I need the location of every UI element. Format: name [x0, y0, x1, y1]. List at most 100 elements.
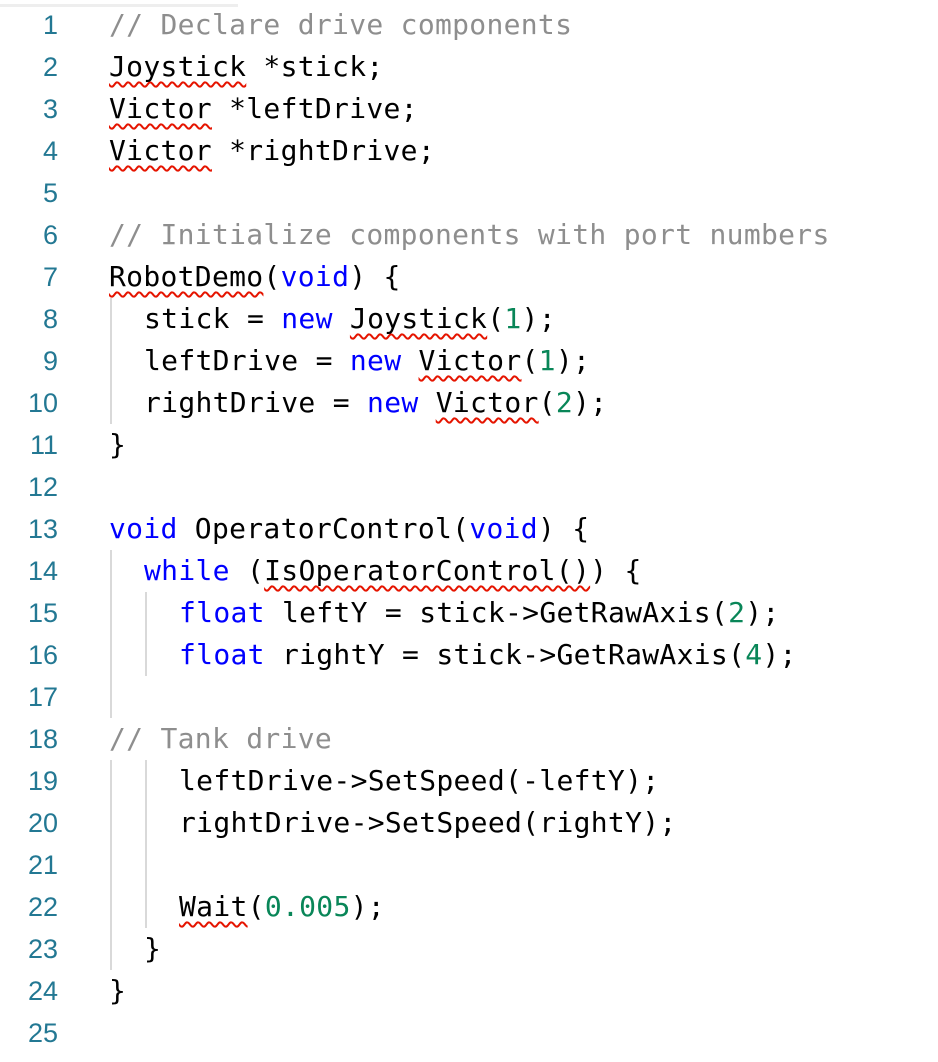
code-token-kw: void	[280, 260, 350, 293]
code-line[interactable]: leftDrive = new Victor(1);	[144, 340, 590, 382]
code-token-plain: );	[573, 386, 608, 419]
code-token-plain: }	[109, 428, 127, 461]
code-token-plain: (	[263, 260, 281, 293]
code-token-error: Wait	[179, 890, 248, 923]
line-number: 25	[27, 1018, 58, 1048]
line-number: 17	[27, 682, 58, 712]
code-token-kw: new	[367, 386, 419, 419]
line-number: 9	[42, 346, 58, 376]
code-token-plain: );	[350, 890, 385, 923]
code-line[interactable]: void OperatorControl(void) {	[109, 508, 589, 550]
code-token-plain	[419, 386, 436, 419]
code-token-plain: );	[762, 638, 797, 671]
code-line[interactable]: Victor *rightDrive;	[109, 130, 435, 172]
code-token-plain: ) {	[537, 512, 590, 545]
code-token-kw: float	[179, 638, 265, 671]
code-line[interactable]: }	[144, 928, 161, 970]
code-token-plain: }	[109, 974, 127, 1007]
code-token-plain: *leftDrive;	[211, 92, 418, 125]
code-token-comment: // Initialize components with port numbe…	[109, 218, 830, 251]
code-line[interactable]: rightDrive->SetSpeed(rightY);	[179, 802, 677, 844]
code-token-error: Joystick	[109, 50, 247, 83]
code-line[interactable]: // Declare drive components	[109, 4, 572, 46]
code-token-plain: OperatorControl(	[177, 512, 470, 545]
code-token-plain	[401, 344, 418, 377]
line-number: 6	[42, 220, 58, 250]
code-token-num: 1	[538, 344, 556, 377]
code-line[interactable]: leftDrive->SetSpeed(-leftY);	[179, 760, 659, 802]
code-line[interactable]: }	[109, 424, 126, 466]
code-line[interactable]: stick = new Joystick(1);	[144, 298, 556, 340]
code-token-plain: rightDrive =	[144, 386, 368, 419]
code-token-plain: (	[487, 302, 505, 335]
code-line[interactable]: // Tank drive	[109, 718, 332, 760]
code-token-plain: );	[745, 596, 780, 629]
code-token-num: 2	[555, 386, 573, 419]
code-line[interactable]: Victor *leftDrive;	[109, 88, 418, 130]
code-token-error: Victor	[109, 92, 212, 125]
line-number: 5	[42, 178, 58, 208]
code-token-error: Victor	[418, 344, 522, 377]
line-number: 11	[29, 430, 58, 460]
code-token-plain: }	[144, 932, 162, 965]
line-number: 4	[42, 136, 58, 166]
code-token-error: RobotDemo	[109, 260, 264, 293]
code-line[interactable]: RobotDemo(void) {	[109, 256, 401, 298]
editor-top-border	[0, 4, 238, 7]
indent-guide	[110, 298, 112, 424]
code-token-plain: leftDrive->SetSpeed(-leftY);	[179, 764, 660, 797]
code-line[interactable]: while (IsOperatorControl()) {	[144, 550, 642, 592]
code-token-plain: leftDrive =	[144, 344, 350, 377]
code-token-plain: ) {	[590, 554, 642, 587]
code-line[interactable]: Joystick *stick;	[109, 46, 384, 88]
code-token-plain: ) {	[349, 260, 401, 293]
line-number: 12	[27, 472, 58, 502]
code-token-kw: new	[349, 344, 402, 377]
code-token-kw: void	[109, 512, 178, 545]
indent-guide	[145, 592, 147, 676]
code-token-plain: leftY = stick->GetRawAxis(	[264, 596, 729, 629]
code-token-plain	[333, 302, 350, 335]
code-line[interactable]: float rightY = stick->GetRawAxis(4);	[179, 634, 797, 676]
code-token-kw: new	[281, 302, 333, 335]
code-token-plain: (	[521, 344, 539, 377]
code-token-kw: float	[179, 596, 265, 629]
code-token-num: 1	[504, 302, 522, 335]
line-number: 8	[42, 304, 58, 334]
code-line[interactable]: rightDrive = new Victor(2);	[144, 382, 607, 424]
code-token-plain: rightY = stick->GetRawAxis(	[264, 638, 746, 671]
code-token-num: 2	[728, 596, 746, 629]
line-number: 19	[27, 766, 58, 796]
code-token-comment: // Declare drive components	[109, 8, 573, 41]
line-number: 13	[27, 514, 58, 544]
code-token-plain: (	[538, 386, 556, 419]
indent-guide	[145, 760, 147, 928]
code-token-plain: );	[521, 302, 556, 335]
line-number: 18	[27, 724, 58, 754]
code-token-plain: *rightDrive;	[211, 134, 435, 167]
code-token-plain: *stick;	[246, 50, 384, 83]
code-token-kw: void	[469, 512, 538, 545]
code-line[interactable]: }	[109, 970, 126, 1012]
line-number: 10	[27, 388, 58, 418]
code-token-num: 0.005	[264, 890, 351, 923]
line-number: 2	[42, 52, 58, 82]
code-token-kw: while	[144, 554, 230, 587]
code-line[interactable]: Wait(0.005);	[179, 886, 385, 928]
line-number: 15	[27, 598, 58, 628]
code-token-plain: (	[229, 554, 265, 587]
line-number: 23	[27, 934, 58, 964]
line-number: 21	[27, 850, 58, 880]
code-token-error: Victor	[109, 134, 212, 167]
code-token-num: 4	[745, 638, 763, 671]
code-line[interactable]: // Initialize components with port numbe…	[109, 214, 830, 256]
code-token-plain: (	[247, 890, 265, 923]
code-line[interactable]: float leftY = stick->GetRawAxis(2);	[179, 592, 780, 634]
code-token-plain: );	[555, 344, 591, 377]
line-number: 24	[27, 976, 58, 1006]
code-token-plain: rightDrive->SetSpeed(rightY);	[179, 806, 677, 839]
code-token-error: Victor	[435, 386, 539, 419]
line-number: 3	[42, 94, 58, 124]
code-token-plain: stick =	[144, 302, 282, 335]
